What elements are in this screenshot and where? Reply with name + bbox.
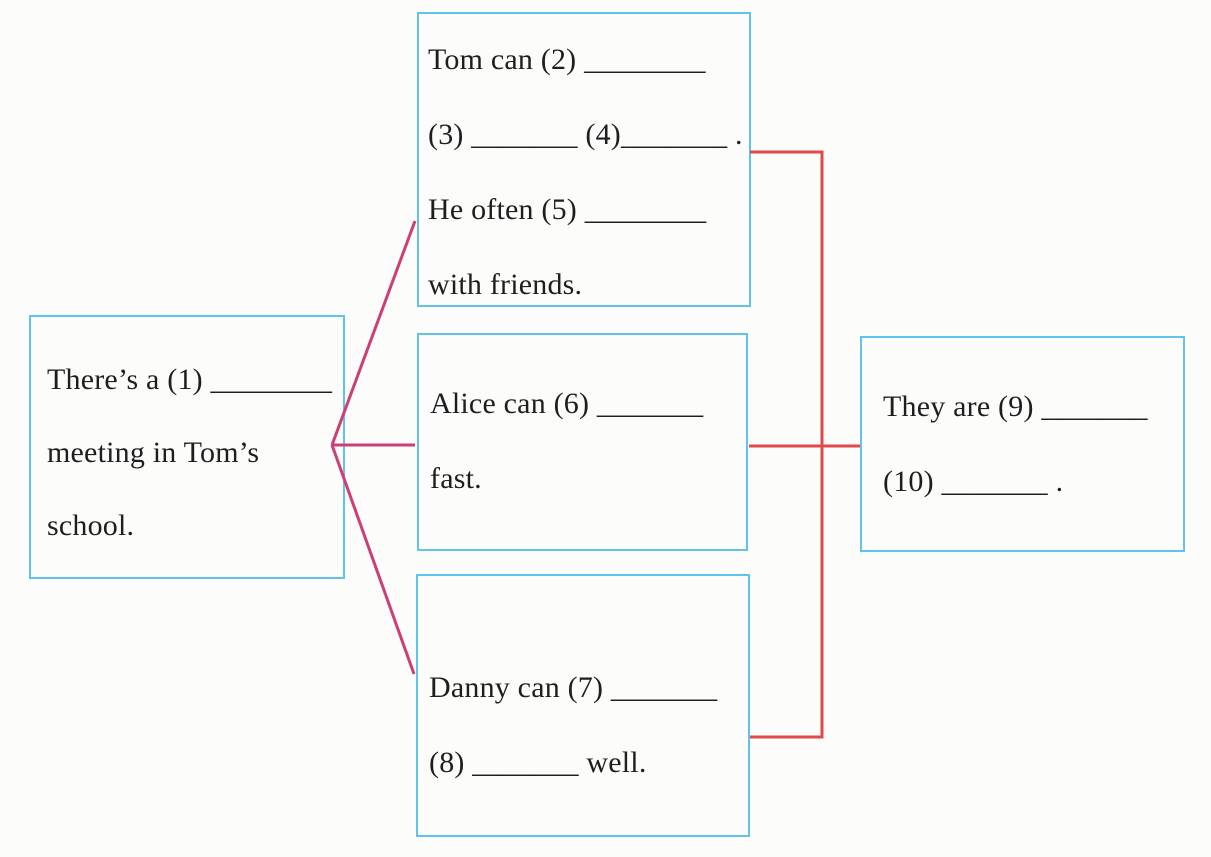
they-line-2: (10) _______ .: [883, 465, 1064, 498]
tom-line-1: Tom can (2) ________: [428, 43, 706, 76]
intro-line-1: There’s a (1) ________: [47, 363, 333, 396]
danny-line-1: Danny can (7) _______: [429, 671, 718, 704]
tom-line-2: (3) _______ (4)_______ .: [428, 118, 743, 151]
they-line-1: They are (9) _______: [883, 390, 1148, 423]
alice-line-2: fast.: [430, 462, 482, 495]
tom-line-4: with friends.: [428, 268, 583, 301]
danny-line-2: (8) _______ well.: [429, 746, 647, 779]
intro-line-3: school.: [47, 509, 135, 542]
alice-line-1: Alice can (6) _______: [430, 387, 704, 420]
danny-box: Danny can (7) _______ (8) _______ well.: [416, 574, 750, 837]
alice-box: Alice can (6) _______ fast.: [417, 333, 748, 551]
tom-line-3: He often (5) ________: [428, 193, 707, 226]
bracket-lines: [749, 150, 860, 739]
intro-box: There’s a (1) ________ meeting in Tom’s …: [29, 315, 345, 579]
they-box: They are (9) _______ (10) _______ .: [860, 336, 1185, 552]
tom-box: Tom can (2) ________ (3) _______ (4)____…: [417, 12, 751, 307]
intro-line-2: meeting in Tom’s: [47, 436, 260, 469]
